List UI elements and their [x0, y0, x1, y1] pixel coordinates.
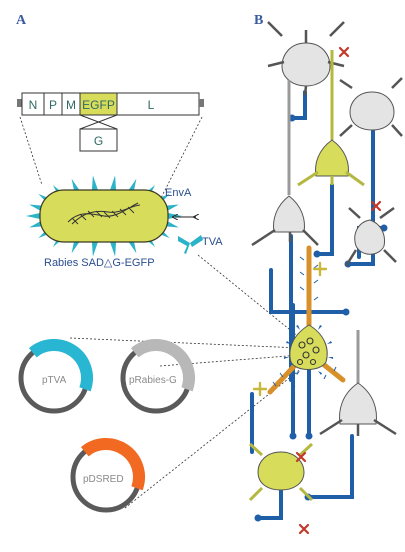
neuron-uninfected-right — [339, 77, 403, 137]
plasmid-label-pdsred: pDSRED — [83, 474, 124, 485]
plasmid-prabies-g: pRabies-G — [120, 339, 195, 414]
virus-caption: Rabies SAD△G-EGFP — [44, 257, 155, 269]
panel-a-label: A — [16, 13, 27, 28]
genome-end-cap — [199, 99, 204, 107]
receptor-icon — [178, 235, 203, 254]
enva-spike — [110, 175, 117, 191]
axon — [290, 90, 307, 120]
panel-b-label: B — [254, 13, 263, 28]
g-gene-label: G — [94, 134, 103, 148]
segment-label-egfp: EGFP — [82, 98, 115, 112]
zoom-line-right — [159, 116, 203, 201]
neuron-uninfected-mid-right — [344, 206, 397, 267]
segment-label-n: N — [29, 98, 38, 112]
neuron-infected-bottom — [248, 442, 314, 502]
segment-label-p: P — [49, 98, 57, 112]
starter-neuron — [284, 324, 333, 375]
axon — [346, 120, 375, 266]
enva-spike — [91, 175, 98, 191]
plus-mark-icon — [252, 381, 268, 397]
cross-mark-icon — [370, 200, 382, 212]
segment-label-m: M — [66, 98, 76, 112]
enva-spike — [91, 241, 98, 257]
segment-label-l: L — [148, 98, 155, 112]
dendrite — [267, 359, 301, 395]
g-gene-deletion: G — [79, 114, 118, 152]
dendritic-spines — [272, 256, 337, 388]
rabies-virus-particle — [26, 175, 182, 257]
cross-mark-icon — [338, 46, 350, 58]
plasmid-pdsred: pDSRED — [70, 438, 145, 513]
plasmid-label-ptva: pTVA — [42, 375, 67, 386]
enva-spike — [110, 241, 117, 257]
neuron-uninfected-bottom-right — [319, 330, 397, 436]
virus-particles-inside — [296, 337, 320, 366]
genome-end-cap — [17, 99, 22, 107]
ptva-pointer-line — [69, 337, 301, 349]
neuron-infected-upper — [297, 50, 365, 187]
plasmid-label-prabies-g: pRabies-G — [129, 375, 177, 386]
tva-pointer-line — [197, 254, 301, 339]
neuron-uninfected-top — [267, 21, 345, 96]
plus-mark-icon — [312, 261, 328, 277]
cross-mark-icon — [295, 451, 307, 463]
axon — [315, 183, 334, 256]
plasmid-ptva: pTVA — [18, 339, 93, 414]
prabies-pointer-line — [159, 354, 301, 367]
rabies-genome: N P M EGFP L — [17, 92, 204, 116]
neuron-uninfected-left — [251, 80, 319, 247]
tva-label: TVA — [202, 236, 223, 248]
axon — [256, 483, 283, 520]
axon — [269, 268, 348, 314]
cross-mark-icon — [298, 523, 310, 535]
genome-segment-l — [116, 92, 200, 116]
enva-spike — [168, 213, 182, 219]
enva-spike — [26, 213, 40, 219]
enva-label: EnvA — [165, 187, 192, 199]
g-gene-box — [79, 128, 118, 152]
axon — [306, 434, 354, 499]
zoom-line-left — [19, 116, 43, 186]
starter-dendrites — [267, 245, 346, 395]
